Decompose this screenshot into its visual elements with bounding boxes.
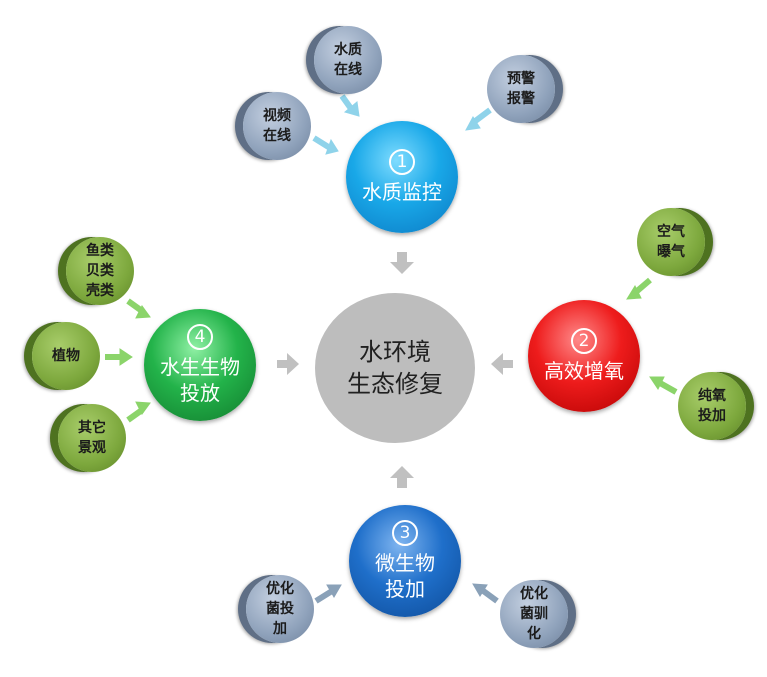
arrow-optimize-tame (480, 587, 499, 604)
sub-label-line-2: 报警 (507, 91, 535, 107)
arrow-left-from-oxygen (491, 353, 513, 375)
sub-node-optimize-dosing: 优化 菌投 加 (246, 575, 314, 643)
step-number-badge: 2 (571, 328, 597, 354)
node-label-line-2: 投加 (385, 577, 425, 601)
arrow-optimize-add (314, 588, 334, 604)
sub-label-line-2: 在线 (334, 62, 362, 78)
step-number-badge: 1 (389, 149, 415, 175)
center-line-2: 生态修复 (347, 370, 443, 398)
node-label: 水质监控 (362, 180, 442, 204)
node-label-line-2: 投放 (180, 381, 220, 405)
sub-node-video-online: 视频 在线 (243, 92, 311, 160)
sub-node-air-aeration: 空气 曝气 (637, 208, 705, 276)
sub-label-line-1: 优化 (520, 586, 548, 602)
sub-label-line-3: 化 (527, 626, 541, 642)
sub-label-line-3: 壳类 (86, 283, 114, 299)
sub-label-line-1: 视频 (263, 108, 291, 124)
sub-label-line-2: 在线 (263, 128, 291, 144)
node-label: 高效增氧 (544, 359, 624, 383)
sub-label-line-1: 植物 (52, 348, 80, 364)
node-efficient-oxygenation: 2 高效增氧 (528, 300, 640, 412)
node-microbe-dosing: 3 微生物 投加 (349, 505, 461, 617)
step-number-badge: 3 (392, 520, 418, 546)
arrow-fish (126, 298, 144, 314)
arrow-landscape (126, 407, 144, 423)
sub-label-line-1: 其它 (78, 420, 106, 436)
sub-label-line-3: 加 (273, 621, 287, 637)
node-label-line-1: 水生生物 (160, 355, 240, 379)
sub-label-line-1: 优化 (266, 581, 294, 597)
sub-node-water-online: 水质 在线 (314, 26, 382, 94)
sub-node-optimize-taming: 优化 菌驯 化 (500, 580, 568, 648)
sub-label-line-1: 纯氧 (698, 388, 726, 404)
sub-label-line-2: 曝气 (657, 244, 685, 260)
sub-label-line-2: 菌投 (266, 601, 294, 617)
sub-label-line-2: 投加 (698, 408, 726, 424)
arrow-right-from-bio (277, 353, 299, 375)
center-line-1: 水环境 (359, 338, 431, 366)
sub-node-fish-shellfish: 鱼类 贝类 壳类 (66, 237, 134, 305)
sub-label-line-1: 鱼类 (86, 243, 114, 259)
sub-label-line-1: 水质 (334, 42, 362, 58)
sub-node-alarm: 预警 报警 (487, 55, 555, 123)
sub-label-line-2: 景观 (78, 440, 106, 456)
arrow-pure-oxygen (658, 380, 678, 395)
sub-node-pure-oxygen: 纯氧 投加 (678, 372, 746, 440)
sub-label-line-1: 预警 (507, 71, 535, 87)
sub-node-plants: 植物 (32, 322, 100, 390)
sub-label-line-1: 空气 (657, 224, 685, 240)
node-label-line-1: 微生物 (375, 551, 435, 575)
arrow-down-from-monitor (390, 252, 414, 274)
arrow-aeration (634, 277, 652, 295)
node-aquatic-organisms: 4 水生生物 投放 (144, 309, 256, 421)
node-water-quality-monitoring: 1 水质监控 (346, 121, 458, 233)
arrow-up-from-microbe (390, 466, 414, 488)
step-number-badge: 4 (187, 324, 213, 350)
sub-label-line-2: 贝类 (86, 263, 114, 279)
center-node-water-ecology: 水环境 生态修复 (315, 293, 475, 443)
arrow-video-online (312, 135, 332, 151)
sub-node-other-landscape: 其它 景观 (58, 404, 126, 472)
sub-label-line-2: 菌驯 (520, 606, 548, 622)
arrow-alarm (472, 107, 492, 125)
